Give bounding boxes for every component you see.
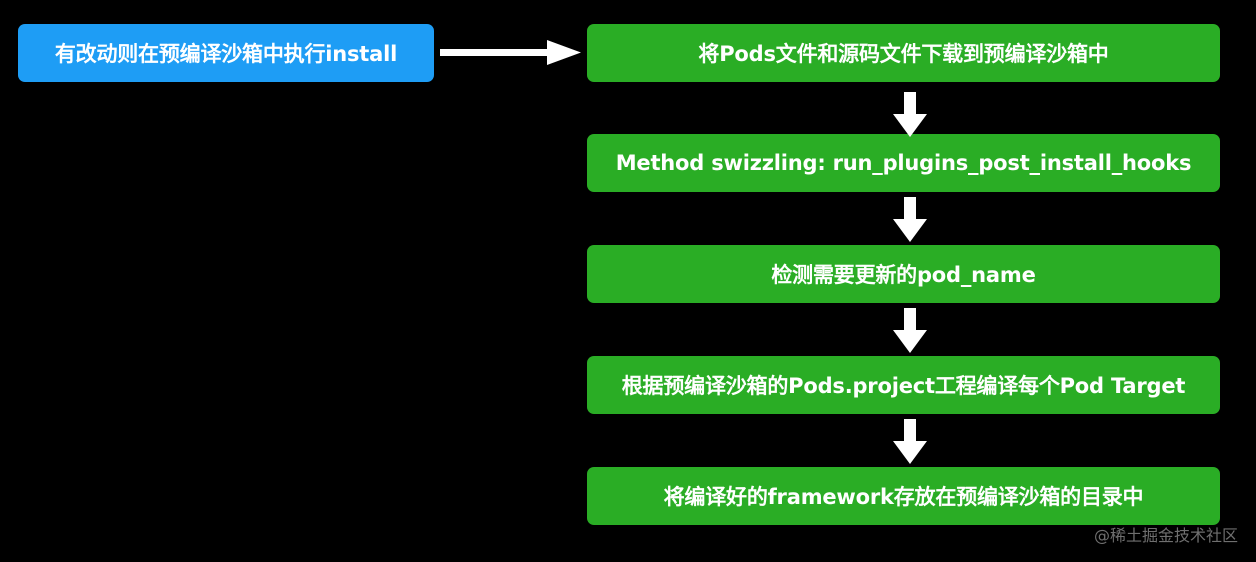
step-box-detect: 检测需要更新的pod_name xyxy=(587,245,1220,303)
step-label: Method swizzling: run_plugins_post_insta… xyxy=(615,151,1192,175)
watermark: @稀土掘金技术社区 xyxy=(1093,526,1238,545)
step-label: 将Pods文件和源码文件下载到预编译沙箱中 xyxy=(698,42,1109,66)
right-arrow-icon xyxy=(440,40,581,65)
step-label: 将编译好的framework存放在预编译沙箱的目录中 xyxy=(663,485,1144,509)
trigger-box: 有改动则在预编译沙箱中执行install xyxy=(18,24,434,82)
step-box-store: 将编译好的framework存放在预编译沙箱的目录中 xyxy=(587,467,1220,525)
step-label: 根据预编译沙箱的Pods.project工程编译每个Pod Target xyxy=(621,374,1186,398)
step-box-swizzling: Method swizzling: run_plugins_post_insta… xyxy=(587,134,1220,192)
trigger-label: 有改动则在预编译沙箱中执行install xyxy=(54,42,398,66)
down-arrow-icon xyxy=(893,92,927,137)
down-arrow-icon xyxy=(893,308,927,353)
down-arrow-icon xyxy=(893,419,927,464)
down-arrow-icon xyxy=(893,197,927,242)
step-box-download: 将Pods文件和源码文件下载到预编译沙箱中 xyxy=(587,24,1220,82)
step-label: 检测需要更新的pod_name xyxy=(771,263,1036,287)
step-box-compile: 根据预编译沙箱的Pods.project工程编译每个Pod Target xyxy=(587,356,1220,414)
